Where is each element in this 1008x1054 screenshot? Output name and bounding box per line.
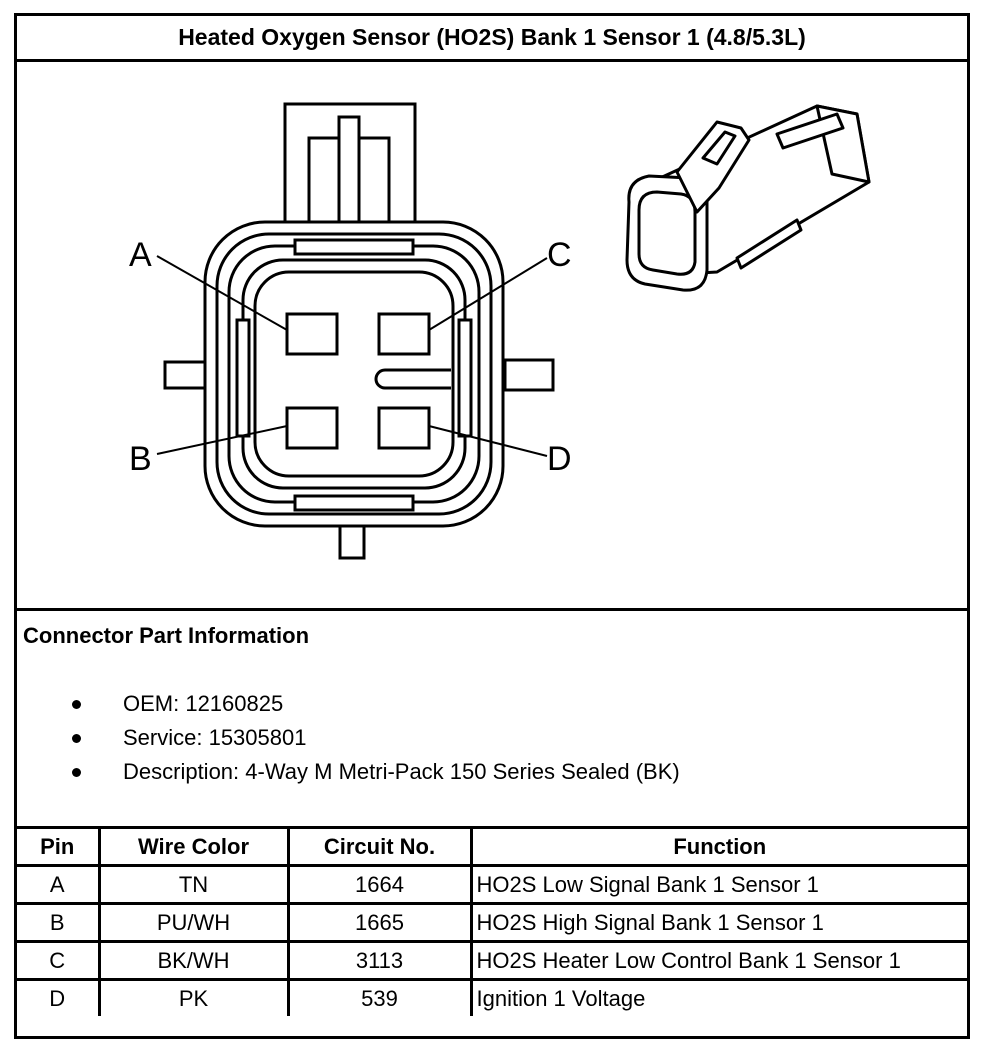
- table-row: B PU/WH 1665 HO2S High Signal Bank 1 Sen…: [17, 902, 967, 943]
- oem-part-number: OEM: 12160825: [123, 691, 284, 716]
- left-tab: [163, 360, 207, 390]
- left-guide: [235, 318, 251, 438]
- leader-c: [428, 257, 548, 331]
- header-pin: Pin: [17, 826, 101, 867]
- bottom-tab: [338, 520, 366, 560]
- connector-top-rib: [775, 112, 845, 150]
- connector-face-diagram: A B C D: [129, 102, 871, 560]
- pin-label-c: C: [547, 236, 572, 274]
- connector-drawing: A B C D: [17, 62, 967, 608]
- connector-info-heading: Connector Part Information: [23, 623, 310, 648]
- table-header-row: Pin Wire Color Circuit No. Function: [17, 826, 967, 867]
- leader-a: [156, 255, 288, 331]
- leader-d: [428, 425, 548, 457]
- key-rib: [374, 368, 451, 390]
- service-part-number: Service: 15305801: [123, 725, 307, 750]
- cell-wire-color: PK: [97, 978, 290, 1016]
- cell-pin: D: [17, 978, 101, 1016]
- table-row: A TN 1664 HO2S Low Signal Bank 1 Sensor …: [17, 864, 967, 905]
- connector-rib: [735, 218, 803, 270]
- cell-pin: A: [17, 864, 101, 905]
- connector-inner-face: [637, 190, 697, 276]
- ring-2: [215, 232, 493, 516]
- connector-description: Description: 4-Way M Metri-Pack 150 Seri…: [123, 759, 680, 784]
- page-title: Heated Oxygen Sensor (HO2S) Bank 1 Senso…: [17, 16, 967, 62]
- cell-circuit-no: 3113: [286, 940, 473, 981]
- cell-wire-color: PU/WH: [97, 902, 290, 943]
- list-item: Description: 4-Way M Metri-Pack 150 Seri…: [67, 755, 680, 789]
- leader-b: [156, 425, 288, 455]
- right-guide: [457, 318, 473, 438]
- pinout-table: Pin Wire Color Circuit No. Function A TN…: [17, 826, 967, 1016]
- pin-label-b: B: [129, 440, 152, 478]
- list-item: OEM: 12160825: [67, 687, 680, 721]
- terminal-a: [285, 312, 339, 356]
- connector-info-section: Connector Part Information OEM: 12160825…: [17, 608, 967, 829]
- cell-pin: C: [17, 940, 101, 981]
- header-function: Function: [469, 826, 967, 867]
- bullet-icon: [72, 734, 81, 743]
- table-row: D PK 539 Ignition 1 Voltage: [17, 978, 967, 1016]
- cell-wire-color: BK/WH: [97, 940, 290, 981]
- cell-function: HO2S Heater Low Control Bank 1 Sensor 1: [469, 940, 967, 981]
- cell-function: HO2S Low Signal Bank 1 Sensor 1: [469, 864, 967, 905]
- terminal-d: [377, 406, 431, 450]
- connector-info-list: OEM: 12160825 Service: 15305801 Descript…: [67, 687, 680, 789]
- pin-label-a: A: [129, 236, 152, 274]
- right-tab: [503, 358, 555, 392]
- header-wire-color: Wire Color: [97, 826, 290, 867]
- list-item: Service: 15305801: [67, 721, 680, 755]
- connector-latch-slot: [701, 130, 737, 166]
- connector-sheet: Heated Oxygen Sensor (HO2S) Bank 1 Senso…: [14, 13, 970, 1039]
- cell-wire-color: TN: [97, 864, 290, 905]
- terminal-c: [377, 312, 431, 356]
- outer-ring: [203, 220, 505, 528]
- bullet-icon: [72, 768, 81, 777]
- title-text: Heated Oxygen Sensor (HO2S) Bank 1 Senso…: [178, 24, 806, 50]
- connector-isometric-view: [625, 104, 871, 292]
- inner-ring: [253, 270, 455, 478]
- cell-circuit-no: 1664: [286, 864, 473, 905]
- bullet-icon: [72, 700, 81, 709]
- bottom-guide: [293, 494, 415, 512]
- top-latch: [283, 102, 417, 226]
- cell-function: Ignition 1 Voltage: [469, 978, 967, 1016]
- terminal-b: [285, 406, 339, 450]
- table-row: C BK/WH 3113 HO2S Heater Low Control Ban…: [17, 940, 967, 981]
- cell-function: HO2S High Signal Bank 1 Sensor 1: [469, 902, 967, 943]
- cell-circuit-no: 539: [286, 978, 473, 1016]
- pin-label-d: D: [547, 440, 572, 478]
- header-circuit-no: Circuit No.: [286, 826, 473, 867]
- top-guide: [293, 238, 415, 256]
- cell-pin: B: [17, 902, 101, 943]
- cell-circuit-no: 1665: [286, 902, 473, 943]
